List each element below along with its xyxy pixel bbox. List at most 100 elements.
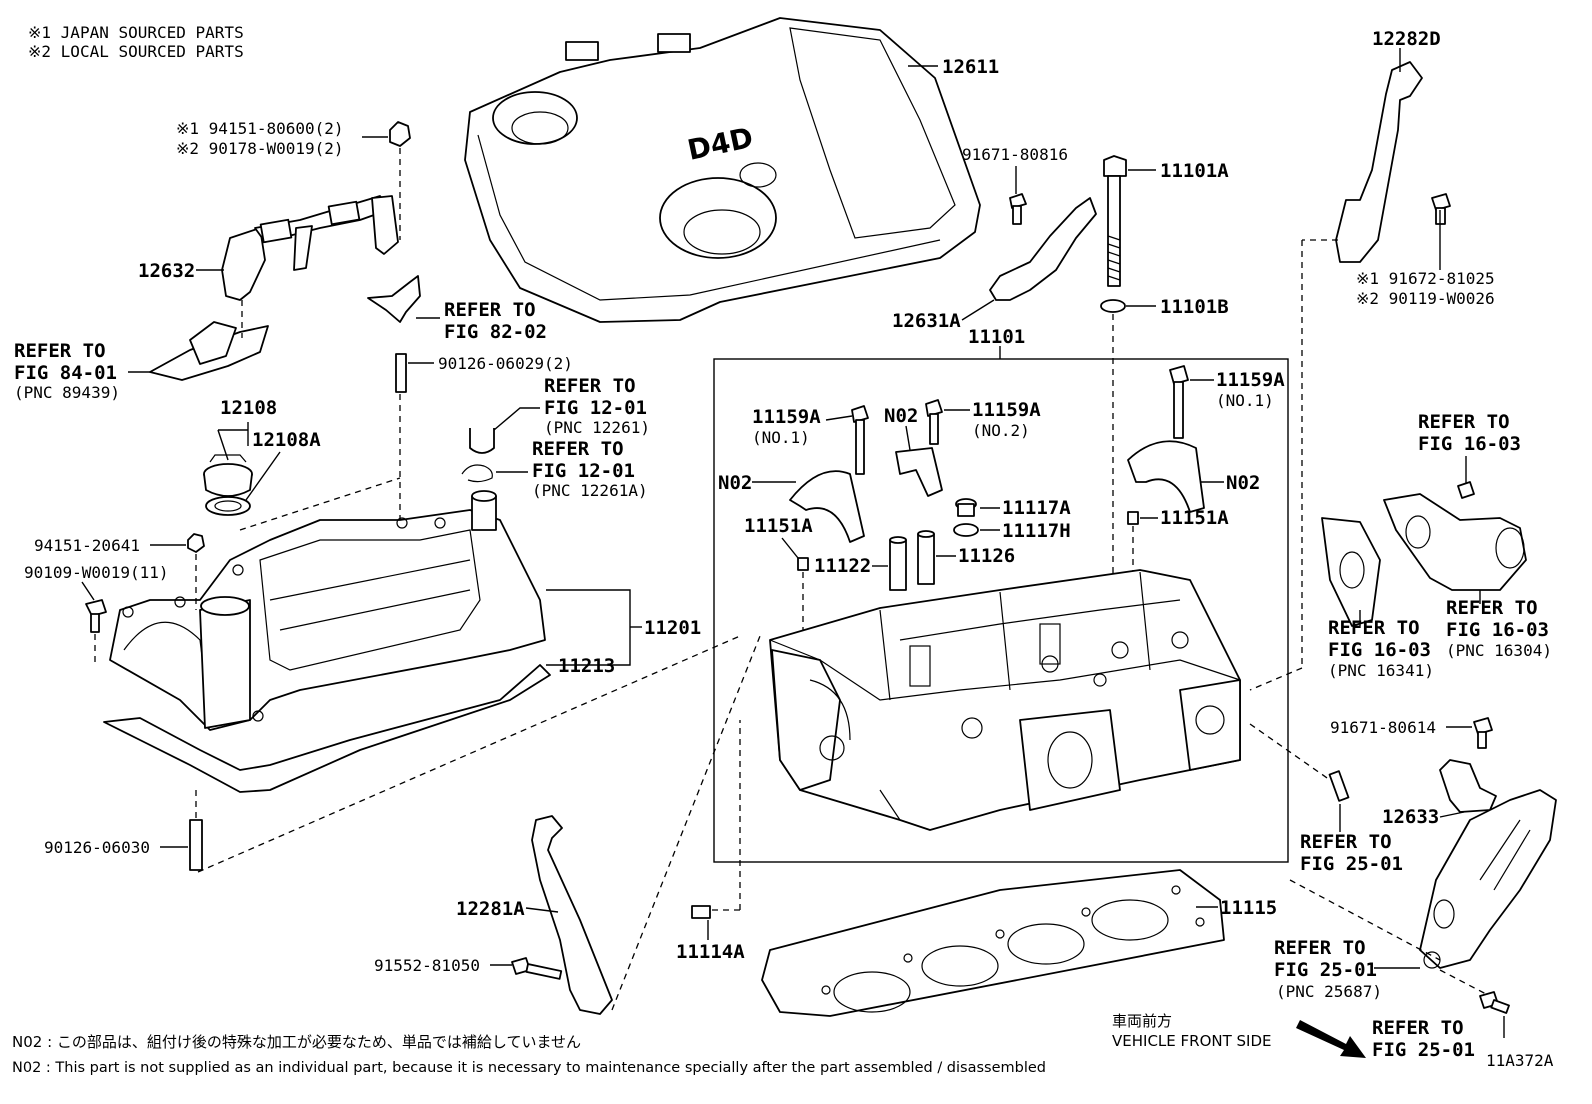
svg-text:FIG 16-03: FIG 16-03	[1328, 639, 1431, 661]
bolt-91671-80816[interactable]	[1009, 193, 1027, 225]
cap-bolt-11159A-no2[interactable]	[925, 399, 943, 445]
svg-text:REFER TO: REFER TO	[1372, 1017, 1464, 1039]
bearing-cap-N02-right[interactable]	[1127, 440, 1205, 513]
bracket-12631A[interactable]	[989, 197, 1097, 301]
svg-text:FIG 25-01: FIG 25-01	[1300, 853, 1403, 875]
label-91672-81025: ※1 91672-81025	[1356, 269, 1495, 288]
refer-fig-12-01-a[interactable]: REFER TO FIG 12-01 (PNC 12261)	[544, 375, 650, 437]
svg-text:REFER TO: REFER TO	[532, 438, 624, 460]
label-11101: 11101	[968, 326, 1025, 348]
cap-bolt-11159A-no1-left[interactable]	[851, 405, 869, 475]
label-11151A-left: 11151A	[744, 515, 813, 537]
refer-fig-16-03-pnc-16304[interactable]: REFER TO FIG 16-03 (PNC 16304)	[1446, 597, 1552, 660]
svg-text:(PNC 12261): (PNC 12261)	[544, 418, 650, 437]
clip-fig-12-01[interactable]	[461, 464, 493, 483]
svg-text:(PNC 16341): (PNC 16341)	[1328, 661, 1434, 680]
label-11101B: 11101B	[1160, 296, 1229, 318]
svg-text:(PNC 16304): (PNC 16304)	[1446, 641, 1552, 660]
label-N02-top: N02	[884, 405, 918, 427]
label-11159A-center-sub: (NO.2)	[972, 421, 1030, 440]
water-outlet-fig-16-03[interactable]	[1383, 493, 1527, 591]
label-94151-20641: 94151-20641	[34, 536, 140, 555]
hose-fig-12-01[interactable]	[469, 428, 495, 454]
label-12633: 12633	[1382, 806, 1439, 828]
bolt-91672-81025[interactable]	[1431, 193, 1451, 225]
bolt-91552-81050[interactable]	[511, 957, 563, 980]
bolt-fig-25-01[interactable]	[1479, 991, 1510, 1014]
hanger-12281A[interactable]	[531, 815, 613, 1015]
label-94151-80600: ※1 94151-80600(2)	[176, 119, 344, 138]
refer-fig-16-03-top[interactable]: REFER TO FIG 16-03	[1418, 411, 1521, 455]
head-bolt-11101A[interactable]	[1103, 155, 1127, 287]
refer-fig-16-03-pnc-16341[interactable]: REFER TO FIG 16-03 (PNC 16341)	[1328, 617, 1434, 680]
gasket-fig-16-03[interactable]	[1321, 517, 1381, 627]
cap-bolt-11159A-no1-right[interactable]	[1169, 365, 1189, 439]
label-12632: 12632	[138, 260, 195, 282]
bolt-90109-W0019[interactable]	[85, 599, 107, 633]
svg-text:FIG 16-03: FIG 16-03	[1446, 619, 1549, 641]
hanger-12282D[interactable]	[1335, 61, 1423, 263]
label-90126-06030: 90126-06030	[44, 838, 150, 857]
illustration-code: 11A372A	[1486, 1051, 1554, 1070]
vehicle-front-ja: 車両前方	[1112, 1012, 1172, 1030]
bolt-91671-80614[interactable]	[1473, 717, 1493, 749]
valve-guide-11126[interactable]	[917, 530, 935, 585]
stud-90126-06030[interactable]	[189, 819, 203, 871]
label-12108: 12108	[220, 397, 277, 419]
pin-11114A[interactable]	[691, 905, 711, 919]
refer-fig-25-01-pnc-25687[interactable]: REFER TO FIG 25-01 (PNC 25687)	[1274, 937, 1382, 1001]
label-11115: 11115	[1220, 897, 1277, 919]
svg-text:REFER TO: REFER TO	[444, 299, 536, 321]
head-gasket-11115[interactable]	[761, 869, 1225, 1017]
label-11159A-left-sub: (NO.1)	[752, 428, 810, 447]
label-12611: 12611	[942, 56, 999, 78]
label-12281A: 12281A	[456, 898, 525, 920]
cylinder-head-cover-11201[interactable]	[109, 490, 546, 731]
svg-text:REFER TO: REFER TO	[544, 375, 636, 397]
bolt-fig-16-03[interactable]	[1457, 481, 1475, 499]
pin-11151A-right[interactable]	[1127, 511, 1139, 525]
stud-fig-25-01[interactable]	[1328, 770, 1350, 802]
svg-text:REFER TO: REFER TO	[1274, 937, 1366, 959]
bracket-12632[interactable]	[149, 195, 399, 381]
svg-text:FIG 12-01: FIG 12-01	[544, 397, 647, 419]
engine-cover[interactable]: D4D	[464, 17, 981, 323]
bracket-fig-25-01[interactable]	[1419, 789, 1557, 969]
pin-11151A-left[interactable]	[797, 557, 809, 571]
oring-11117H[interactable]	[953, 523, 979, 537]
refer-fig-12-01-b[interactable]: REFER TO FIG 12-01 (PNC 12261A)	[532, 438, 648, 500]
stud-90126-06029[interactable]	[395, 353, 407, 393]
label-11213: 11213	[558, 655, 615, 677]
label-11159A-right: 11159A	[1216, 369, 1285, 391]
bracket-12633[interactable]	[1439, 759, 1497, 813]
valve-guide-11122[interactable]	[889, 536, 907, 591]
plug-11117A[interactable]	[955, 498, 977, 517]
nut-94151-20641[interactable]	[187, 533, 205, 553]
label-91671-80816: 91671-80816	[962, 145, 1068, 164]
head-cover-gasket-11213[interactable]	[103, 664, 551, 793]
svg-text:FIG 25-01: FIG 25-01	[1274, 959, 1377, 981]
refer-fig-84-01[interactable]: REFER TO FIG 84-01 (PNC 89439)	[14, 340, 120, 402]
label-91552-81050: 91552-81050	[374, 956, 480, 975]
nut-94151-80600[interactable]	[389, 121, 411, 147]
bracket-fig-82-02[interactable]	[367, 275, 421, 323]
refer-fig-25-01-c[interactable]: REFER TO FIG 25-01	[1372, 1017, 1475, 1061]
refer-fig-82-02[interactable]: REFER TO FIG 82-02	[444, 299, 547, 343]
cylinder-head[interactable]	[769, 569, 1241, 831]
label-90126-06029: 90126-06029(2)	[438, 354, 573, 373]
washer-11101B[interactable]	[1100, 299, 1126, 313]
bearing-cap-N02-center[interactable]	[895, 447, 943, 497]
cylinder-head-assembly-frame	[713, 358, 1289, 863]
refer-fig-25-01-a[interactable]: REFER TO FIG 25-01	[1300, 831, 1403, 875]
oil-filler-cap-12108[interactable]	[203, 454, 253, 516]
label-11114A: 11114A	[676, 941, 745, 963]
label-11101A: 11101A	[1160, 160, 1229, 182]
svg-text:REFER TO: REFER TO	[1418, 411, 1510, 433]
label-11159A-left: 11159A	[752, 406, 821, 428]
label-11201: 11201	[644, 617, 701, 639]
bearing-cap-N02-left[interactable]	[789, 470, 865, 543]
label-12631A: 12631A	[892, 310, 961, 332]
svg-text:REFER TO: REFER TO	[1328, 617, 1420, 639]
label-12108A: 12108A	[252, 429, 321, 451]
label-91671-80614: 91671-80614	[1330, 718, 1436, 737]
